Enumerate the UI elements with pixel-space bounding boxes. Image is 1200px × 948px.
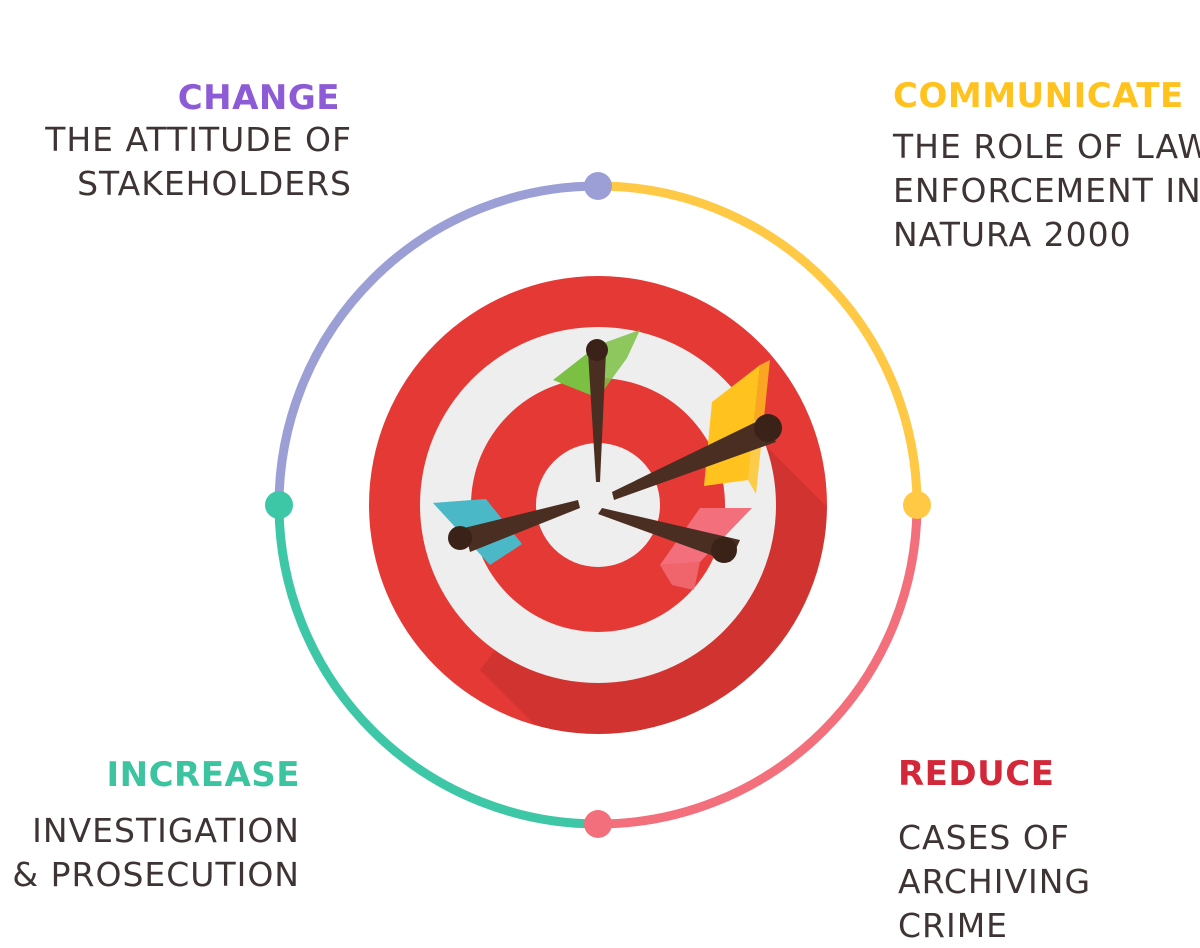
- arc-increase: [274, 500, 603, 829]
- desc-line: ARCHIVING: [898, 862, 1092, 901]
- heading-communicate: COMMUNICATE: [893, 76, 1184, 116]
- node-dot-top: [584, 172, 612, 200]
- heading-increase: INCREASE: [106, 755, 300, 795]
- desc-line: THE ATTITUDE OF: [45, 120, 352, 159]
- cycle-ring: [265, 172, 931, 838]
- desc-line: CASES OF: [898, 818, 1070, 857]
- desc-reduce: CASES OF ARCHIVING CRIME: [898, 816, 1198, 948]
- heading-reduce: REDUCE: [898, 754, 1055, 794]
- section-communicate: COMMUNICATE THE ROLE OF LAW ENFORCEMENT …: [893, 76, 1200, 257]
- desc-line: STAKEHOLDERS: [77, 164, 352, 203]
- section-reduce: REDUCE CASES OF ARCHIVING CRIME: [898, 754, 1198, 948]
- node-dot-right: [903, 491, 931, 519]
- target-with-darts-icon: [369, 276, 827, 734]
- desc-line: NATURA 2000: [893, 215, 1132, 254]
- desc-line: CRIME: [898, 906, 1009, 945]
- desc-communicate: THE ROLE OF LAW ENFORCEMENT IN NATURA 20…: [893, 125, 1200, 257]
- arc-change: [274, 181, 603, 510]
- heading-change: CHANGE: [177, 78, 340, 118]
- arc-communicate: [593, 181, 922, 510]
- desc-change: THE ATTITUDE OF STAKEHOLDERS: [0, 118, 352, 206]
- desc-line: ENFORCEMENT IN: [893, 171, 1200, 210]
- section-increase: INCREASE INVESTIGATION & PROSECUTION: [0, 755, 300, 897]
- desc-increase: INVESTIGATION & PROSECUTION: [0, 809, 300, 897]
- arc-reduce: [593, 500, 922, 829]
- section-change: CHANGE THE ATTITUDE OF STAKEHOLDERS: [0, 78, 352, 206]
- node-dot-left: [265, 491, 293, 519]
- desc-line: INVESTIGATION: [32, 811, 300, 850]
- node-dot-bottom: [584, 810, 612, 838]
- desc-line: & PROSECUTION: [12, 855, 300, 894]
- desc-line: THE ROLE OF LAW: [893, 127, 1200, 166]
